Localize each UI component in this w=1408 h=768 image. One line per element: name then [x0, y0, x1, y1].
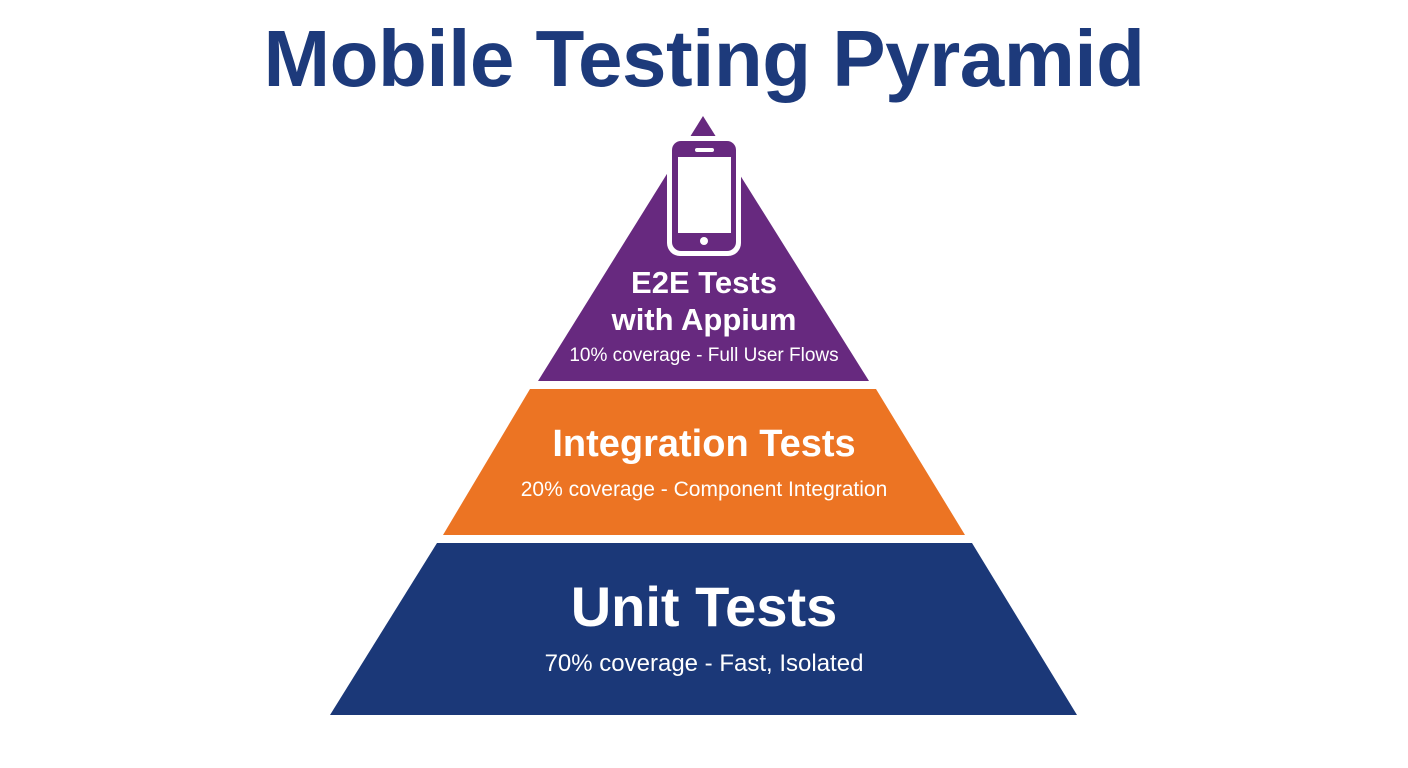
unit-layer-title: Unit Tests — [570, 575, 838, 638]
e2e-layer-subtitle: 10% coverage - Full User Flows — [569, 345, 839, 366]
unit-layer — [330, 543, 1077, 715]
integration-layer-title: Integration Tests — [552, 423, 856, 465]
integration-layer-subtitle: 20% coverage - Component Integration — [520, 478, 888, 501]
smartphone-icon — [667, 136, 741, 256]
page-title: Mobile Testing Pyramid — [263, 14, 1146, 103]
e2e-title-line1: E2E Tests — [631, 265, 777, 300]
e2e-title-line2: with Appium — [611, 302, 797, 337]
unit-layer-subtitle: 70% coverage - Fast, Isolated — [544, 650, 864, 677]
e2e-layer-title: E2E Tests with Appium — [0, 264, 1408, 338]
integration-layer — [443, 389, 965, 535]
